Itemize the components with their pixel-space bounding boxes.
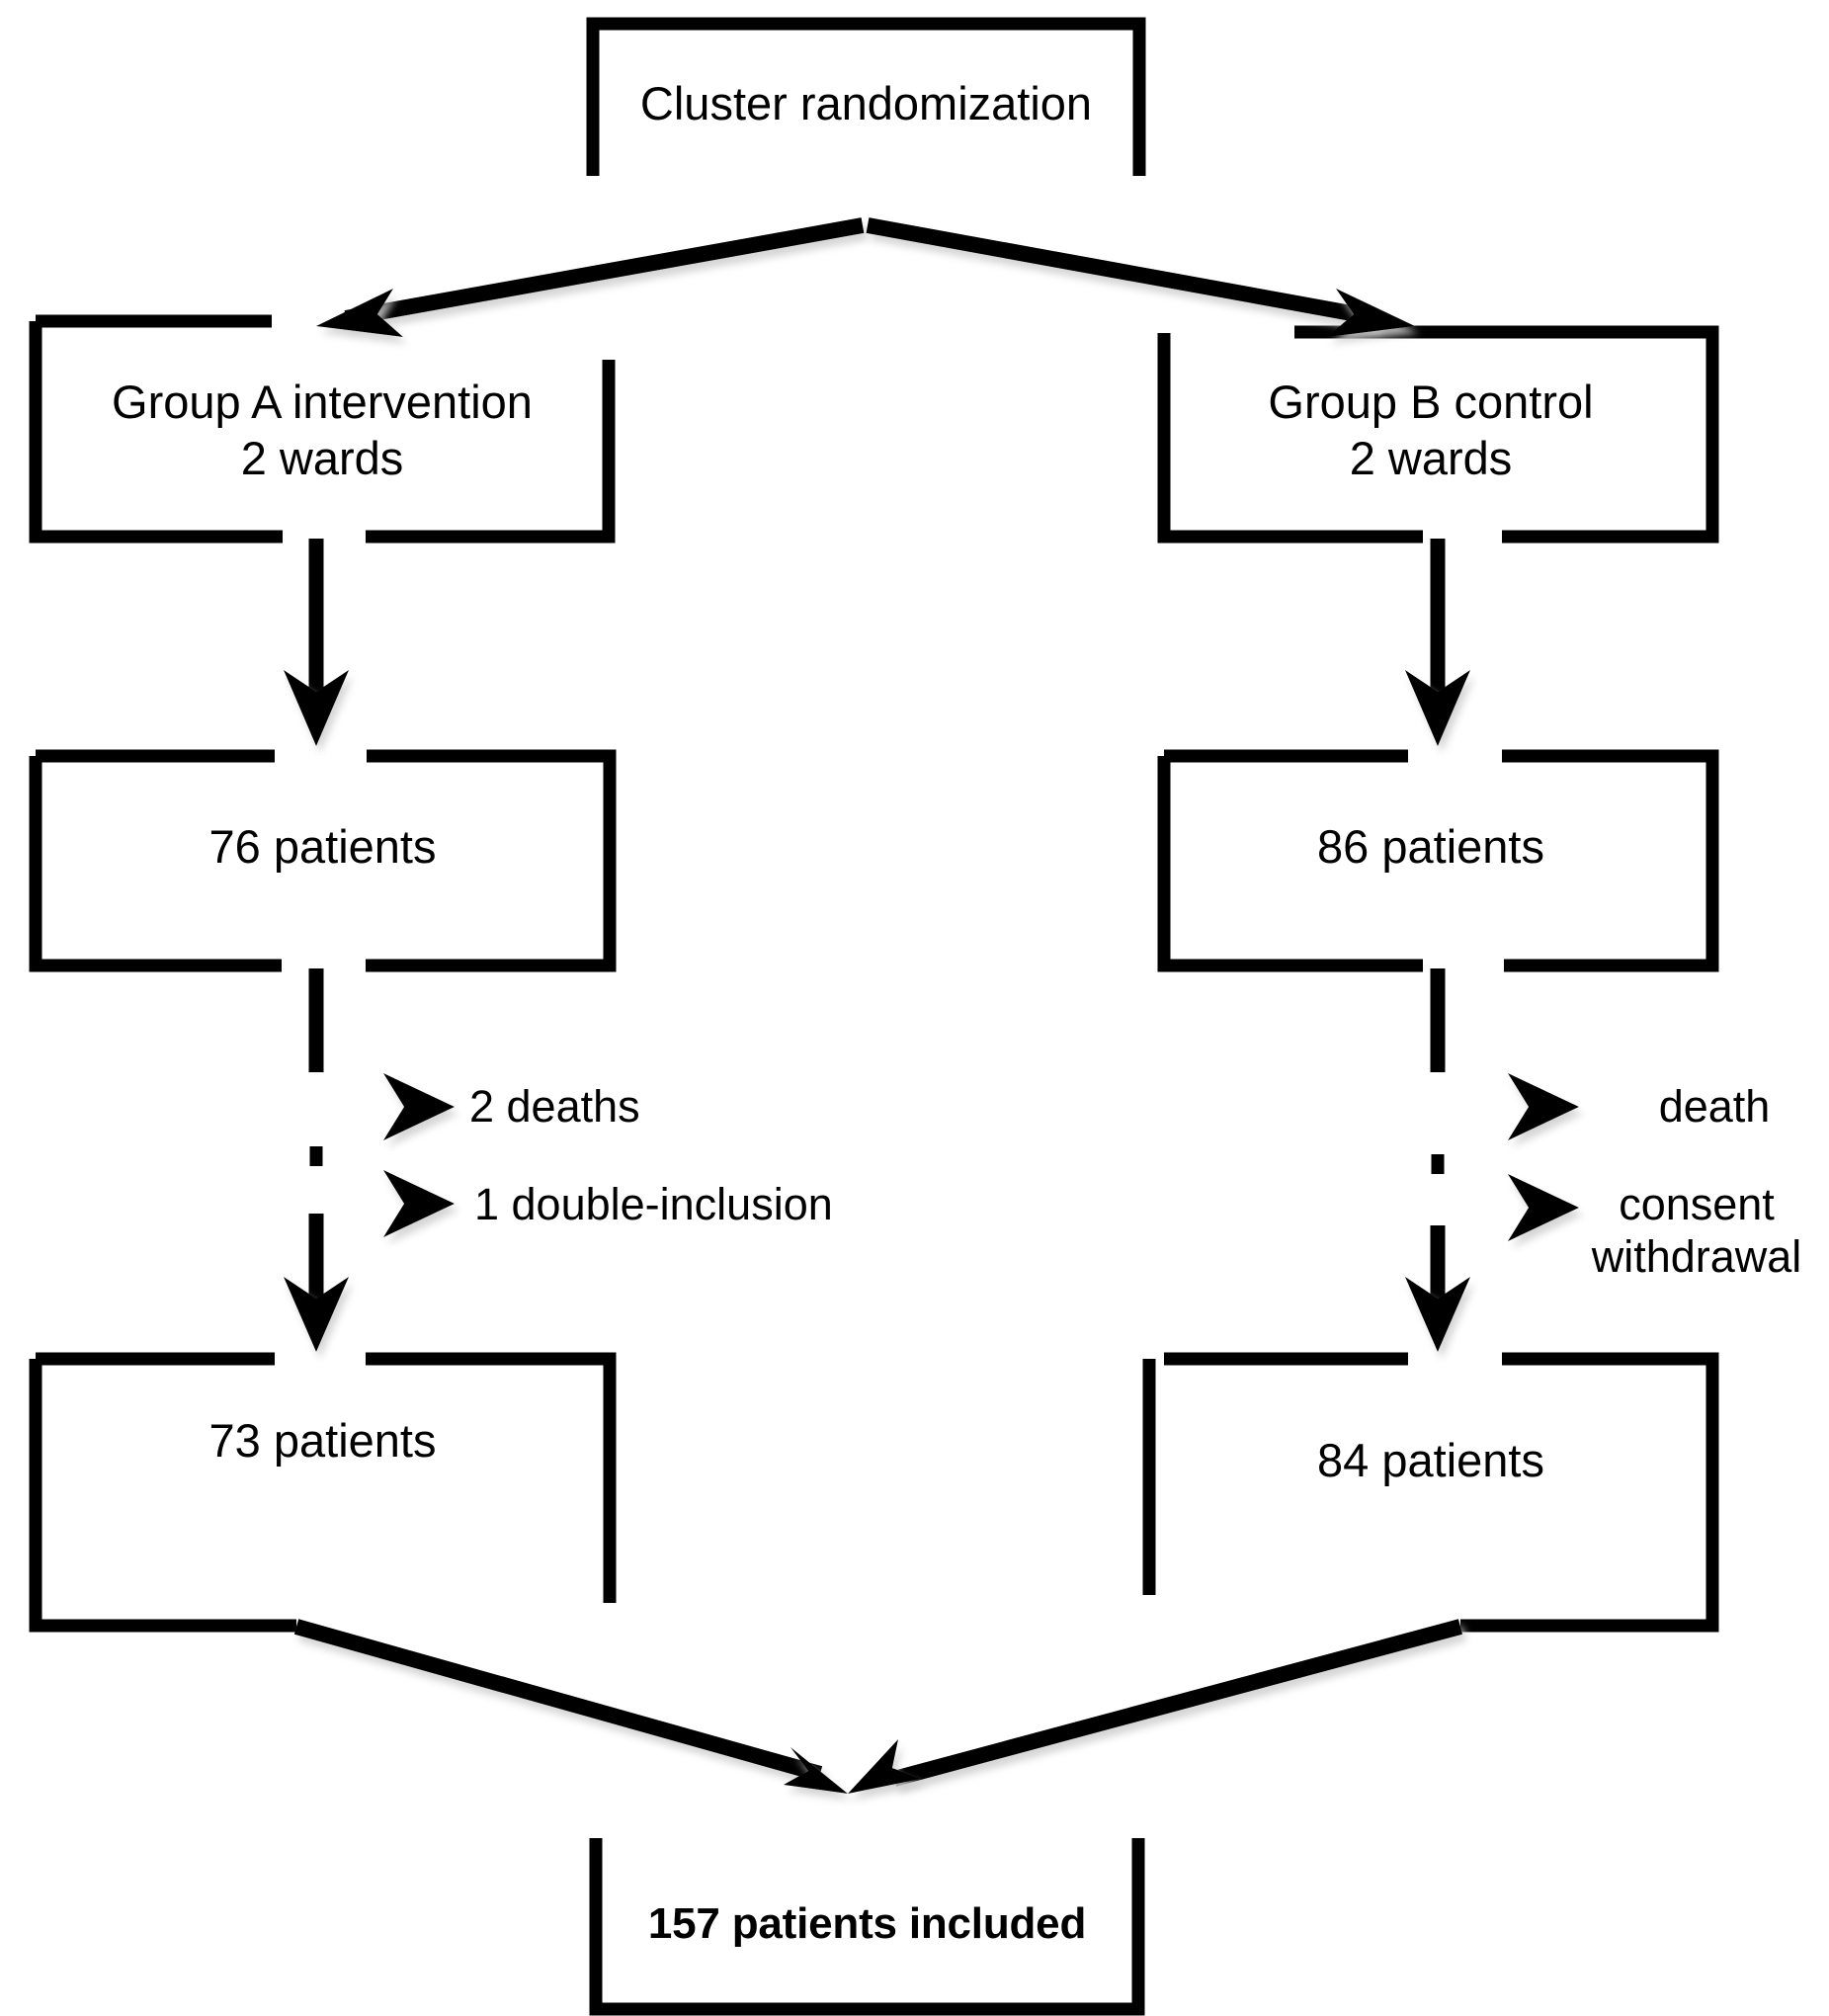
arrowhead-exclusion-b-death <box>1508 1073 1579 1140</box>
node-label-randomization: Cluster randomization <box>639 77 1093 129</box>
arrowhead-to-total-included <box>784 1739 921 1794</box>
box-group-b-analyzed <box>1142 1352 1719 1633</box>
exclusion-label-a-deaths: 2 deaths <box>469 1081 640 1132</box>
connector-group-b-analyzed-to-total <box>891 1619 1463 1787</box>
node-label-group-a-enrolled: 76 patients <box>208 820 437 873</box>
arrowhead-to-group-a <box>316 289 403 337</box>
exclusion-label-a-double-inclusion: 1 double-inclusion <box>474 1179 833 1229</box>
arrowhead-group-b-enrolled-to-analyzed <box>1405 1277 1470 1352</box>
arrowhead-exclusion-a-double-inclusion <box>383 1170 455 1237</box>
node-label-total-included: 157 patients included <box>647 1899 1087 1948</box>
arrowhead-group-a-enrolled-to-analyzed <box>284 1277 349 1352</box>
connector-randomization-to-group-a <box>344 217 865 326</box>
node-label-group-b-analyzed: 84 patients <box>1317 1434 1544 1486</box>
arrowhead-group-b-to-enrolled <box>1405 670 1470 746</box>
arrowhead-exclusion-a-deaths <box>383 1073 455 1140</box>
connector-randomization-to-group-b <box>866 217 1380 326</box>
artifact-clip-deaths-digit <box>462 1075 469 1097</box>
exclusion-label-b-death: death <box>1658 1081 1771 1132</box>
arrowhead-group-a-to-enrolled <box>284 670 349 746</box>
node-label-group-b: Group B control 2 wards <box>1268 376 1594 485</box>
connector-group-a-analyzed-to-total <box>293 1619 823 1782</box>
node-label-group-a-analyzed: 73 patients <box>208 1414 437 1467</box>
arrowhead-to-group-b <box>1327 289 1415 337</box>
exclusion-label-b-consent-withdrawal: consent withdrawal <box>1591 1179 1802 1283</box>
node-label-group-a: Group A intervention 2 wards <box>112 376 533 485</box>
node-label-group-b-enrolled: 86 patients <box>1317 820 1544 873</box>
box-group-a-analyzed <box>29 1352 617 1633</box>
